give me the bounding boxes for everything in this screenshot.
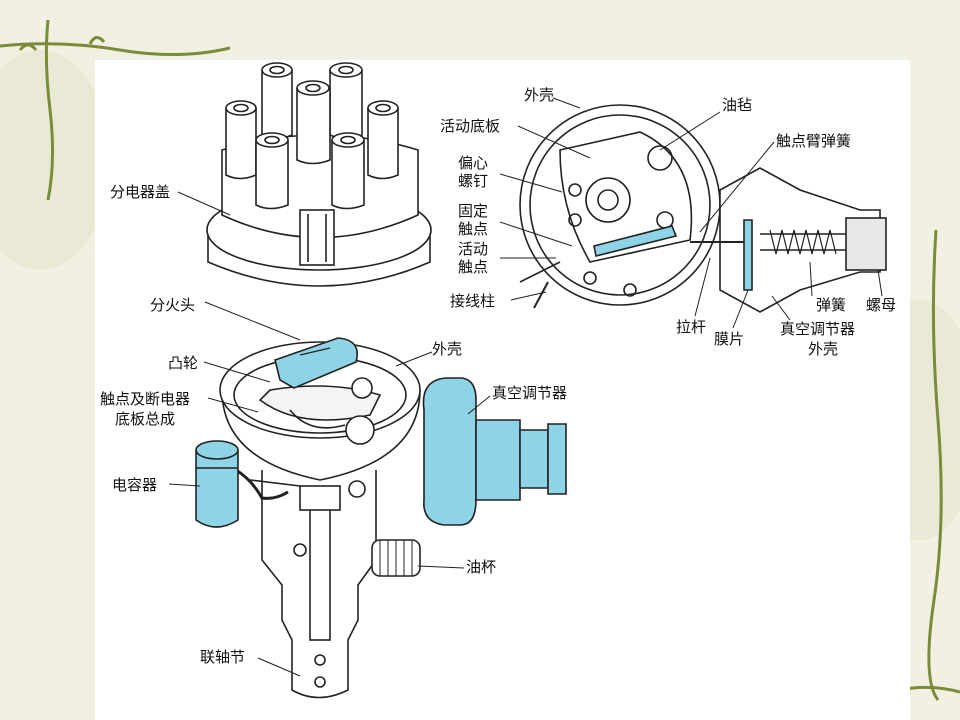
label-oil-cup: 油杯 bbox=[466, 558, 497, 576]
label-vacuum-advance: 真空调节器 bbox=[492, 384, 568, 402]
distributor-body-drawing bbox=[219, 341, 421, 699]
vacuum-advance-drawing bbox=[422, 377, 567, 526]
label-breaker-assembly-line2: 底板总成 bbox=[115, 410, 176, 428]
label-moving-contact-line1: 活动 bbox=[458, 240, 489, 258]
label-moving-contact-line2: 触点 bbox=[458, 258, 489, 276]
label-movable-plate: 活动底板 bbox=[440, 117, 501, 135]
distributor-cap-drawing bbox=[206, 62, 432, 287]
label-rotor: 分火头 bbox=[150, 296, 196, 314]
vine-decoration-top-left bbox=[0, 19, 231, 201]
leader-lines bbox=[168, 97, 883, 677]
label-fixed-contact-line2: 触点 bbox=[458, 220, 489, 238]
label-eccentric-line1: 偏心 bbox=[458, 154, 489, 172]
label-arm-spring: 触点臂弹簧 bbox=[776, 132, 852, 150]
label-cam: 凸轮 bbox=[168, 354, 199, 372]
label-top-housing: 外壳 bbox=[524, 86, 555, 104]
label-capacitor: 电容器 bbox=[112, 476, 158, 494]
label-breaker-assembly-line1: 触点及断电器 bbox=[100, 390, 191, 408]
label-felt: 油毡 bbox=[722, 96, 753, 114]
label-coupling: 联轴节 bbox=[200, 648, 246, 666]
label-fixed-contact-line1: 固定 bbox=[458, 202, 489, 220]
rotor-drawing bbox=[274, 337, 358, 389]
label-vacuum-housing-line2: 外壳 bbox=[808, 340, 839, 358]
capacitor-drawing bbox=[195, 440, 239, 528]
label-terminal: 接线柱 bbox=[450, 292, 496, 310]
label-nut: 螺母 bbox=[866, 296, 897, 314]
label-spring: 弹簧 bbox=[816, 296, 847, 314]
breaker-plate-cutaway-drawing bbox=[519, 104, 887, 313]
label-vacuum-housing-line1: 真空调节器 bbox=[780, 320, 856, 338]
label-distributor-cap: 分电器盖 bbox=[110, 183, 171, 201]
label-housing: 外壳 bbox=[432, 340, 463, 358]
label-diaphragm: 膜片 bbox=[714, 330, 745, 348]
label-eccentric-line2: 螺钉 bbox=[458, 172, 489, 190]
label-pull-rod: 拉杆 bbox=[676, 318, 707, 336]
